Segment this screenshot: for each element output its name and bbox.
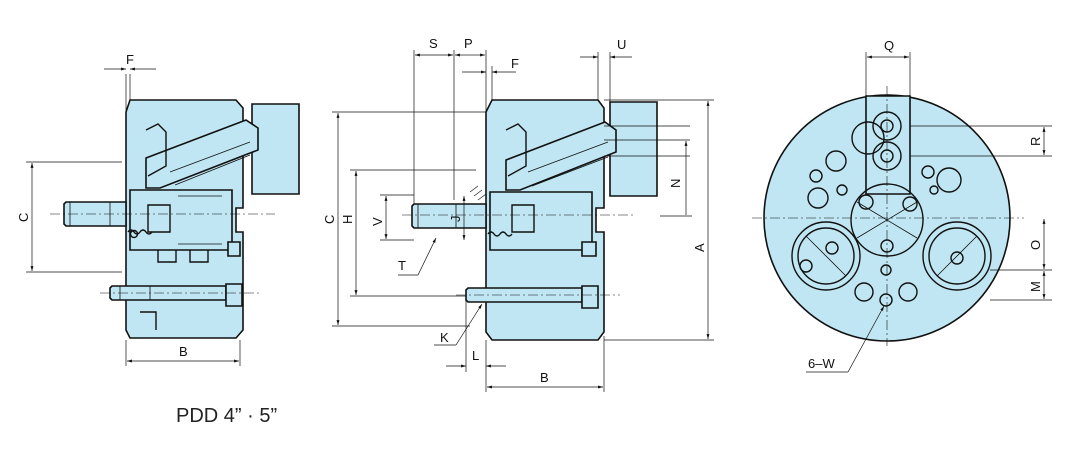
- left-dim-c-label: C: [16, 213, 31, 222]
- left-jaw-arm: [145, 119, 259, 189]
- mid-dim-u-label: U: [617, 37, 626, 52]
- front-dim-o-label: O: [1028, 240, 1043, 250]
- mid-dim-l-label: L: [472, 348, 479, 363]
- mid-jaw: [609, 101, 658, 197]
- mid-dim-n-label: N: [668, 179, 683, 188]
- middle-section-view: S P F U C H V J T K: [322, 36, 714, 392]
- drawing-title: PDD 4” · 5”: [176, 405, 277, 427]
- front-dim-m-label: M: [1028, 281, 1043, 292]
- mid-dim-v-label: V: [370, 217, 385, 226]
- left-jaw: [251, 103, 300, 195]
- front-dim-w-label: 6–W: [808, 356, 835, 371]
- mid-dim-t-label: T: [398, 258, 406, 273]
- right-front-view: Q R O M 6–W: [752, 38, 1052, 373]
- mid-dim-f-label: F: [511, 56, 519, 71]
- front-dim-q-label: Q: [884, 38, 894, 53]
- mid-dim-j-label: J: [448, 216, 463, 223]
- front-dim-r-label: R: [1028, 137, 1043, 146]
- left-dim-f-label: F: [126, 52, 134, 67]
- mid-dim-p-label: P: [464, 36, 473, 51]
- mid-dim-a-label: A: [692, 243, 707, 252]
- mid-dim-k-label: K: [440, 330, 449, 345]
- left-side-view: F C B: [16, 52, 300, 366]
- mid-dim-b-label: B: [540, 370, 549, 385]
- left-dim-b-label: B: [179, 344, 188, 359]
- mid-dim-s-label: S: [429, 36, 438, 51]
- mid-dim-c-label: C: [322, 215, 337, 224]
- mid-dim-h-label: H: [340, 215, 355, 224]
